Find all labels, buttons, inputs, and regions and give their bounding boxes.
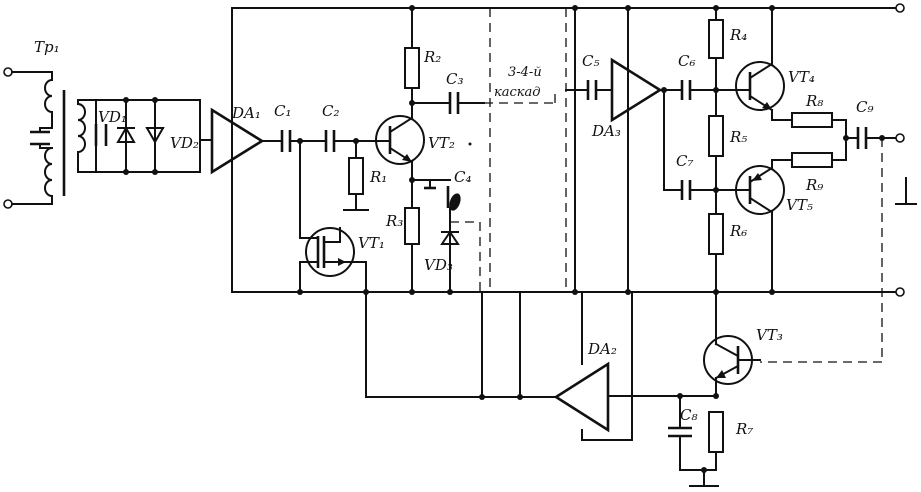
resistor-r3: R₃: [385, 161, 420, 295]
r1-label: R₁: [369, 168, 387, 186]
transistor-vt4: VT₄: [735, 5, 815, 121]
vd3-label: VD₃: [424, 256, 453, 274]
vt1-label: VT₁: [358, 234, 385, 252]
bottom-terminal[interactable]: [895, 287, 905, 297]
resistor-r5: R₅: [708, 115, 747, 215]
top-terminal[interactable]: [895, 3, 905, 13]
da1-label: DA₁: [231, 104, 261, 122]
capacitor-c8: C₈: [668, 395, 717, 471]
capacitor-c1: C₁: [274, 102, 327, 152]
resistor-r7: R₇: [689, 411, 753, 487]
r9-label: R₉: [805, 176, 823, 194]
vt5-label: VT₅: [786, 196, 813, 214]
vd1-label: VD₁: [98, 108, 127, 126]
amplifier-da2: DA₂: [365, 291, 717, 441]
amplifier-da3: DA₃: [591, 57, 683, 191]
transformer-tr1: Tp₁: [3, 38, 201, 209]
resistor-r4: R₄: [708, 5, 747, 117]
resistor-r2: R₂: [404, 5, 441, 119]
r4-label: R₄: [729, 26, 747, 44]
junction-dots: [363, 289, 631, 295]
vt3-label: VT₃: [756, 326, 783, 344]
capacitor-c6: C₆: [678, 52, 739, 100]
capacitor-c7: C₇: [676, 152, 739, 200]
resistor-r6: R₆: [708, 213, 747, 337]
r8-label: R₈: [805, 92, 823, 110]
r7-label: R₇: [735, 420, 753, 438]
capacitor-c9: C₉: [760, 98, 917, 363]
transistor-vt5: VT₅: [735, 159, 813, 295]
vt2-label: VT₂: [428, 134, 455, 152]
c3-label: C₃: [446, 70, 464, 88]
stage-boundary: 3-4-й каскад: [484, 5, 631, 293]
capacitor-c3: C₃: [411, 70, 485, 114]
tr1-label: Tp₁: [34, 38, 60, 56]
input-terminal-bottom[interactable]: [3, 199, 13, 209]
resistor-r8: R₈: [791, 92, 847, 139]
c6-label: C₆: [678, 52, 696, 70]
c4-label: C₄: [454, 168, 472, 186]
r2-label: R₂: [423, 48, 441, 66]
da3-label: DA₃: [591, 122, 621, 140]
capacitor-c2: C₂: [322, 102, 379, 152]
vd2-label: VD₂: [170, 134, 199, 152]
stage-note-line2: каскад: [494, 85, 541, 100]
output-terminal[interactable]: [895, 133, 905, 143]
resistor-r1: R₁: [343, 140, 387, 211]
capacitor-c5: C₅: [565, 52, 613, 100]
bottom-bus: [231, 7, 896, 293]
c8-label: C₈: [680, 406, 698, 424]
c7-label: C₇: [676, 152, 694, 170]
transistor-vt3: VT₃: [703, 326, 783, 399]
c1-label: C₁: [274, 102, 292, 120]
vt4-label: VT₄: [788, 68, 815, 86]
rectifier-vd1-vd2: VD₁ VD₂: [94, 97, 201, 175]
c2-label: C₂: [322, 102, 340, 120]
transistor-vt2: VT₂: [375, 115, 472, 165]
r3-label: R₃: [385, 212, 403, 230]
transistor-vt1: VT₁: [297, 140, 385, 295]
input-terminal-top[interactable]: [3, 67, 13, 77]
amplifier-da1: DA₁: [199, 104, 283, 175]
capacitor-c4: C₄: [411, 168, 472, 211]
stage-note-line1: 3-4-й: [508, 65, 542, 80]
diode-vd3: VD₃: [424, 207, 481, 295]
da2-label: DA₂: [587, 340, 617, 358]
r5-label: R₅: [729, 128, 747, 146]
c9-label: C₉: [856, 98, 874, 116]
c5-label: C₅: [582, 52, 600, 70]
r6-label: R₆: [729, 222, 747, 240]
resistor-r9: R₉: [791, 135, 849, 194]
